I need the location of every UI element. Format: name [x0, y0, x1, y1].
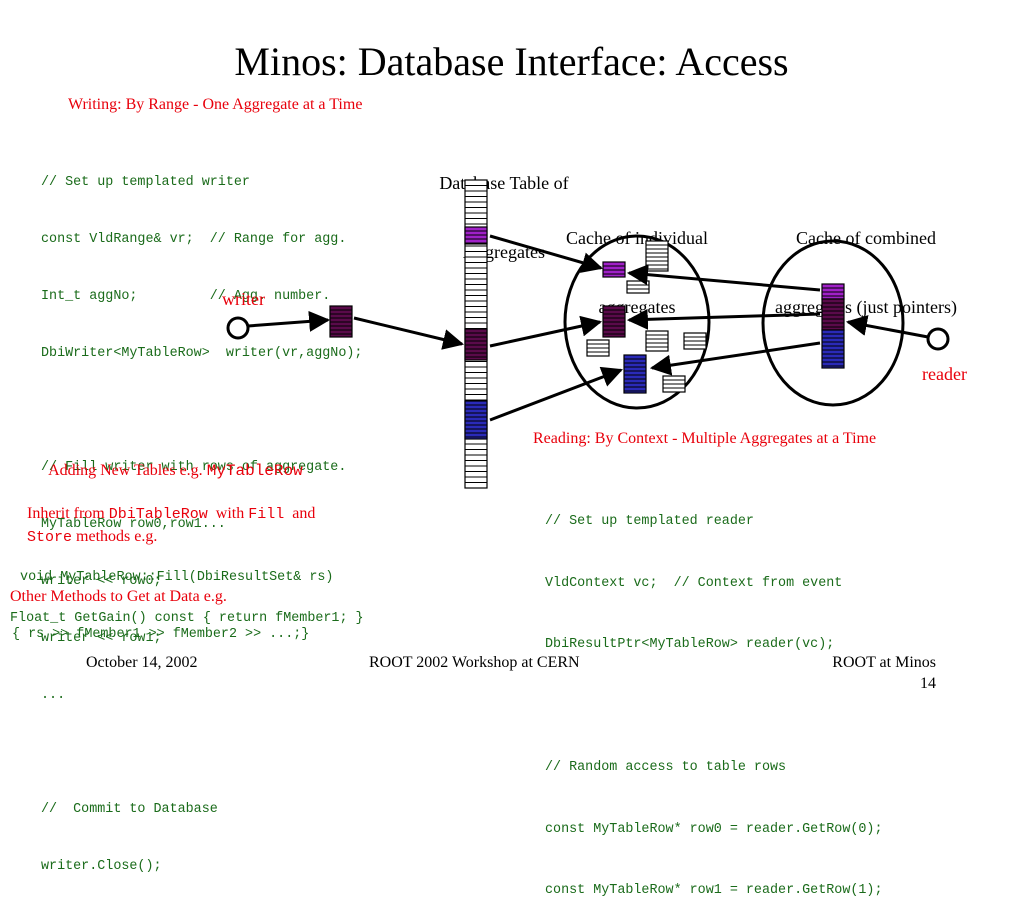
adding-tables-text: Adding New Tables e.g. — [48, 462, 207, 479]
inherit-code-block: void MyTableRow::Fill(DbiResultSet& rs) … — [12, 530, 333, 663]
code-line: DbiWriter<MyTableRow> writer(vr,aggNo); — [41, 346, 363, 361]
other-methods-heading: Other Methods to Get at Data e.g. — [10, 588, 227, 605]
inherit-line-1: Inherit from DbiTableRow with Fill and — [19, 487, 315, 523]
writer-endpoint-icon — [226, 316, 250, 340]
code-line: ... — [41, 688, 66, 703]
inherit-text: methods e.g. — [72, 528, 158, 545]
cache-individual-circle — [563, 234, 711, 410]
code-line: // Set up templated writer — [41, 175, 250, 190]
block-to-table-arrow — [353, 316, 465, 350]
reading-heading: Reading: By Context - Multiple Aggregate… — [533, 430, 877, 447]
inherit-class-code: DbiTableRow — [108, 506, 208, 523]
table-to-cache-arrow — [489, 234, 604, 273]
code-line: // Set up templated reader — [545, 514, 754, 529]
cache-combined-label-line: aggregates (just pointers) — [775, 297, 957, 317]
writer-to-block-arrow — [247, 310, 331, 332]
writing-heading: Writing: By Range - One Aggregate at a T… — [68, 96, 363, 113]
reader-endpoint-icon — [926, 327, 950, 351]
cache-combined-label-line: Cache of combined — [796, 228, 936, 248]
page-title: Minos: Database Interface: Access — [234, 39, 789, 84]
cache-other-block — [626, 280, 650, 294]
code-line: VldContext vc; // Context from event — [545, 575, 843, 591]
code-line: // Commit to Database — [41, 802, 218, 817]
code-line: // Fill writer with rows of aggregate. — [41, 460, 347, 475]
writer-label: writer — [222, 289, 265, 309]
reader-arrow — [845, 315, 929, 339]
code-line: MyTableRow row0,row1... — [41, 517, 226, 532]
cache-aggregate-blocks — [586, 240, 845, 394]
adding-tables-note: Adding New Tables e.g. MyTableRow — [41, 444, 303, 480]
cache-other-block — [645, 330, 669, 352]
code-line: writer << row0; — [41, 574, 162, 589]
adding-tables-code: MyTableRow — [206, 462, 303, 480]
inherit-line-2: Store methods e.g. — [19, 510, 157, 546]
architecture-diagram — [226, 179, 950, 489]
code-line: const MyTableRow* row0 = reader.GetRow(0… — [545, 821, 883, 837]
code-line: // Random access to table rows — [545, 760, 787, 775]
other-methods-code: Float_t GetGain() const { return fMember… — [10, 611, 364, 626]
database-table-icon — [464, 179, 488, 489]
table-to-cache-arrow — [489, 366, 623, 422]
cache-combined-label: Cache of combined aggregates (just point… — [748, 181, 984, 342]
pointer-arrow — [626, 264, 821, 292]
inherit-fill-code: Fill — [248, 506, 285, 523]
inherit-text: and — [284, 505, 316, 522]
cache-combined-circle — [761, 239, 905, 407]
footer-date: October 14, 2002 — [86, 654, 198, 671]
code-line: { rs >> fMember1 >> fMember2 >> ...;} — [12, 627, 310, 642]
code-line: void MyTableRow::Fill(DbiResultSet& rs) — [12, 570, 334, 585]
code-line: DbiResultPtr<MyTableRow> reader(vc); — [545, 637, 835, 652]
footer-event: ROOT 2002 Workshop at CERN — [369, 654, 580, 671]
inherit-text: with — [207, 505, 249, 522]
code-line — [41, 743, 362, 762]
footer-project: ROOT at Minos — [832, 654, 936, 671]
table-to-cache-arrow — [489, 315, 603, 348]
footer-page-number: 14 — [920, 675, 936, 692]
code-line: const VldRange& vr; // Range for agg. — [41, 232, 347, 247]
inherit-store-code: Store — [27, 529, 73, 546]
inherit-text: Inherit from — [27, 505, 109, 522]
pointer-arrow — [626, 308, 821, 330]
code-line: const MyTableRow* row1 = reader.GetRow(1… — [545, 883, 883, 898]
writer-aggregate-block — [329, 305, 353, 338]
code-line: writer.Close(); — [41, 859, 162, 874]
code-line: Int_t aggNo; // Agg. number. — [41, 289, 331, 304]
code-line: writer << row1; — [41, 631, 162, 646]
reader-label: reader — [922, 364, 967, 384]
pointer-arrow — [649, 341, 821, 376]
